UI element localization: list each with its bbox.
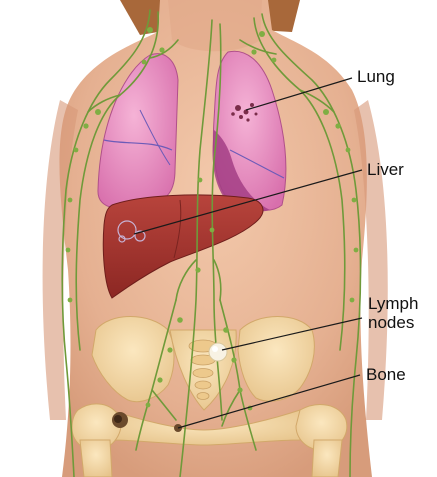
liver-label-text: Liver xyxy=(367,160,404,179)
lymph-nodes-label: Lymph nodes xyxy=(368,294,418,332)
lung-label-text: Lung xyxy=(357,67,395,86)
left-femur-shaft xyxy=(80,440,112,477)
neck xyxy=(168,0,262,51)
lymph-nodes-label-line1: Lymph xyxy=(368,294,418,313)
enlarged-lymph-node xyxy=(209,343,227,361)
bone-label: Bone xyxy=(366,365,406,384)
liver-label: Liver xyxy=(367,160,404,179)
lymph-nodes-label-line2: nodes xyxy=(368,313,418,332)
bone-label-text: Bone xyxy=(366,365,406,384)
lung-label: Lung xyxy=(357,67,395,86)
right-femur-shaft xyxy=(312,440,342,477)
